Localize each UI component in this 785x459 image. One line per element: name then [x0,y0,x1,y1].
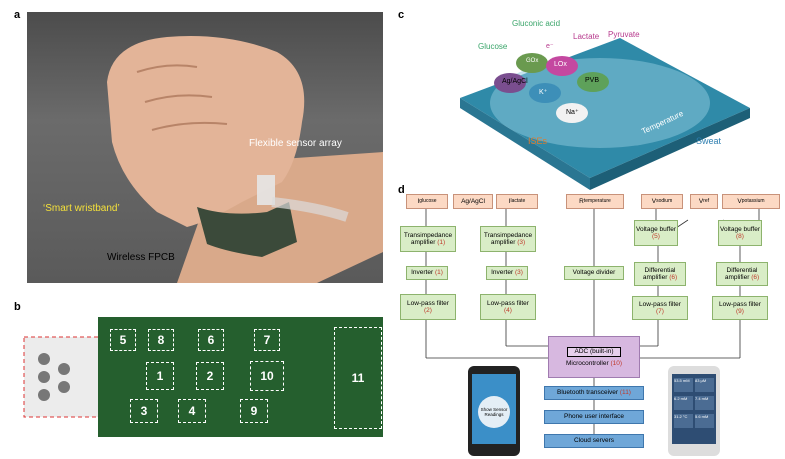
sensor-array-diagram [460,38,750,190]
chip-label-9: 9 [240,399,268,423]
low-pass-filter-7: Low-pass filter(7) [632,296,688,320]
readout-cell-6: 5.6 mM [695,414,714,428]
low-pass-filter-2: Low-pass filter(2) [400,294,456,320]
voltage-buffer-5: Voltage buffer (5) [634,220,678,246]
glucose-label: Glucose [478,42,508,51]
agagcl-label: Ag/AgCl [502,78,528,85]
gluconic-acid-label: Gluconic acid [512,19,561,28]
chip-label-3: 3 [130,399,158,423]
transimpedance-amplifier-1: Transimpedance amplifier (1) [400,226,456,252]
readout-cell-1: 53.5 mM [674,378,693,392]
chip-label-11: 11 [334,327,382,429]
flexible-sensor-array-label: Flexible sensor array [249,138,342,149]
low-pass-filter-4: Low-pass filter(4) [480,294,536,320]
sweat-label: Sweat [696,136,722,146]
panel-d-letter: d [398,184,405,196]
inverter-1: Inverter (1) [406,266,448,280]
fpcb-photo: 5 8 6 7 1 2 10 11 3 4 9 [18,317,386,437]
panel-a-letter: a [14,9,21,21]
input-ag-agcl: Ag/AgCl [453,194,493,209]
chip-label-8: 8 [148,329,174,351]
potassium-ion-label: K⁺ [539,89,548,96]
bluetooth-transceiver: Bluetooth transceiver (11) [544,386,644,400]
sensor-schematic: Glucose Gluconic acid Lactate Pyruvate e… [450,18,750,190]
wrist-illustration [107,36,383,283]
gox-label: GOx [526,58,539,64]
wireless-fpcb-label: Wireless FPCB [107,252,175,263]
lox-label: LOx [554,61,567,68]
ises-label: ISEs [528,136,548,146]
show-sensor-readings-button[interactable]: Show Sensor Readings [478,396,510,428]
voltage-divider: Voltage divider [564,266,624,280]
phone-right: 53.5 mM 83 µM 6.2 mM 7.4 mM 31.2 °C 5.6 … [668,366,720,456]
readout-cell-3: 6.2 mM [674,396,693,410]
chip-label-5: 5 [110,329,136,351]
chip-label-7: 7 [254,329,280,351]
adc-label: ADC (built-in) [567,347,621,357]
chip-label-6: 6 [198,329,224,351]
lactate-label: Lactate [573,32,600,41]
phone-left: Show Sensor Readings [468,366,520,456]
low-pass-filter-9: Low-pass filter(9) [712,296,768,320]
voltage-buffer-8: Voltage buffer (8) [718,220,762,246]
chip-label-4: 4 [178,399,206,423]
differential-amplifier-6b: Differential amplifier (6) [716,262,768,286]
panel-b-letter: b [14,301,21,313]
readout-cell-4: 7.4 mM [695,396,714,410]
pvb-label: PVB [585,77,600,84]
smart-wristband-label: ‘Smart wristband’ [43,203,120,214]
phone-user-interface: Phone user interface [544,410,644,424]
readout-cell-2: 83 µM [695,378,714,392]
chip-label-10: 10 [250,361,284,391]
microcontroller: ADC (built-in) Microcontroller (10) [548,336,640,378]
diagram-arrows [425,209,760,434]
chip-label-1: 1 [146,362,174,390]
readout-cell-5: 31.2 °C [674,414,693,428]
chip-label-2: 2 [196,362,224,390]
transimpedance-amplifier-3: Transimpedance amplifier (3) [480,226,536,252]
panel-c-letter: c [398,9,405,21]
electron-label: e⁻ [546,43,554,50]
differential-amplifier-6a: Differential amplifier (6) [634,262,686,286]
cloud-servers: Cloud servers [544,434,644,448]
inverter-3: Inverter (3) [486,266,528,280]
wristband-photo: Flexible sensor array ‘Smart wristband’ … [27,12,383,283]
pyruvate-label: Pyruvate [608,30,640,39]
sodium-ion-label: Na⁺ [566,109,579,116]
fpcb-board [23,317,383,437]
